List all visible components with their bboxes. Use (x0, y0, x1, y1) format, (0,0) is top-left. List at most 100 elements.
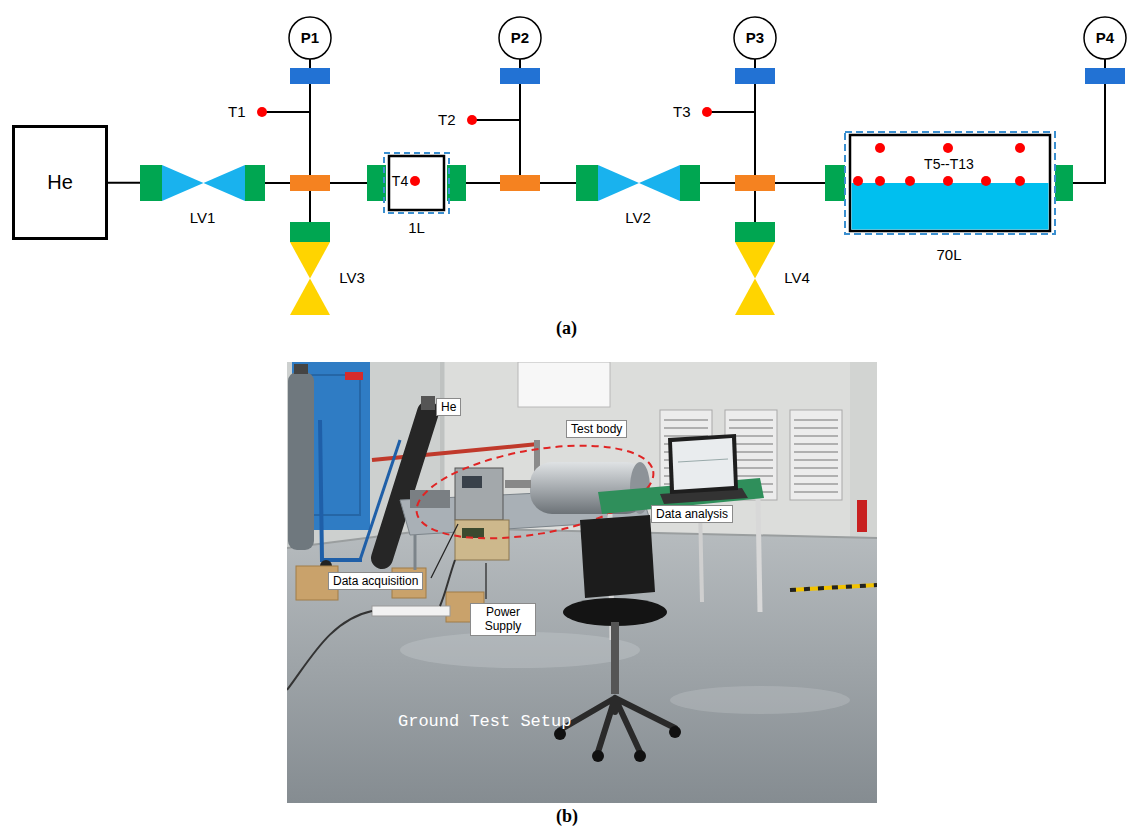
gas-cylinder (288, 364, 435, 572)
test-photo (287, 528, 877, 803)
shape-part (290, 222, 330, 242)
temperature-probe (702, 107, 712, 117)
data-acquisition-unit (462, 476, 482, 488)
node-label: LV1 (190, 209, 216, 226)
shape-part (1104, 59, 1106, 68)
laptop (672, 438, 734, 490)
office-chair (563, 598, 667, 626)
temperature-probe (467, 115, 477, 125)
shape-part (825, 165, 845, 201)
ball-valve-outline (576, 165, 700, 201)
photo-label: Data analysis (656, 507, 728, 521)
buffer-tank: T41L (367, 152, 466, 214)
temperature-probe (472, 119, 520, 121)
shape-part (389, 156, 444, 210)
node-label: LV3 (339, 269, 365, 286)
leader-line (431, 524, 486, 599)
pipe-tee (290, 175, 775, 191)
laptop (660, 434, 748, 504)
pipe-tee (735, 175, 775, 191)
laptop (678, 459, 728, 462)
pressure-gauge: P1 (288, 16, 332, 84)
gas-cylinder (288, 372, 314, 550)
shape-part (875, 143, 885, 153)
shape-part (309, 59, 311, 68)
shape-part (754, 59, 756, 68)
test-tank-outline (825, 131, 1073, 235)
test-photo (440, 560, 455, 606)
shape-part (140, 165, 162, 201)
pressure-gauge: P4 (1083, 16, 1127, 84)
shape-part (384, 153, 449, 213)
shape-part (290, 279, 330, 316)
photo-label: Test body (571, 422, 622, 436)
shape-part (290, 68, 330, 84)
vent-valve: LV3 (290, 222, 330, 315)
shape-part (1085, 68, 1125, 84)
node-label: T5--T13 (924, 156, 974, 172)
pressure-gauge-outline (1083, 16, 1127, 84)
gas-cylinder (382, 412, 428, 558)
test-photo (400, 632, 640, 668)
pressure-gauge-outline (733, 16, 777, 84)
office-chair (554, 515, 681, 762)
photo-label: Data acquisition (333, 574, 418, 588)
data-acquisition-unit (455, 468, 503, 520)
photo-caption: Ground Test Setup (398, 712, 571, 732)
test-photo (372, 606, 450, 616)
shape-part (735, 222, 775, 242)
power-supply-unit (462, 528, 484, 538)
photo-tag: Test body (566, 420, 627, 438)
node-label: P1 (301, 29, 319, 46)
node-label: P3 (746, 29, 764, 46)
leader-line (485, 563, 486, 599)
node-label: LV4 (784, 269, 810, 286)
shape-part (905, 176, 915, 186)
test-photo (287, 611, 372, 690)
office-chair (560, 698, 675, 752)
pipe-line (1073, 84, 1105, 183)
pipe-line (466, 84, 520, 183)
shape-part (875, 176, 885, 186)
power-supply-unit (455, 520, 509, 560)
shape-part (981, 176, 991, 186)
pipe-line (108, 182, 140, 184)
shape-part (500, 68, 540, 84)
shape-part (245, 165, 265, 201)
shape-part (204, 165, 246, 201)
node-label: 70L (936, 246, 961, 263)
shape-part (598, 165, 639, 201)
test-photo (850, 362, 877, 565)
temperature-probe (257, 107, 267, 117)
pressure-gauge-outline (288, 16, 332, 84)
node-label: He (47, 171, 73, 194)
air-vent (790, 410, 842, 500)
office-chair (611, 622, 619, 694)
pressure-gauge-outline (498, 16, 542, 84)
office-chair (592, 750, 604, 762)
test-stand (505, 480, 531, 488)
pipe-line (265, 84, 310, 183)
helium-source: He (12, 125, 108, 240)
sensor-label: T3 (673, 103, 691, 120)
pressure-gauge: P2 (498, 16, 542, 84)
shape-part (410, 176, 420, 186)
vent-valve-outline (290, 222, 330, 315)
test-stand (414, 535, 417, 570)
shape-part (735, 242, 775, 279)
pressure-gauge: P3 (733, 16, 777, 84)
shape-part (734, 17, 776, 59)
test-photo (857, 500, 867, 532)
shape-part (735, 68, 775, 84)
panel-letter: (a) (556, 318, 577, 339)
shape-part (845, 132, 1055, 234)
shape-part (853, 176, 863, 186)
test-tank: T5--T1370L (825, 131, 1073, 235)
test-photo (287, 362, 877, 803)
photo-tag: Data acquisition (328, 572, 423, 590)
office-chair (580, 515, 655, 598)
sensor-label: T2 (438, 111, 456, 128)
vent-valve: LV4 (735, 222, 775, 315)
temperature-probe (707, 111, 755, 113)
shape-part (14, 127, 107, 239)
